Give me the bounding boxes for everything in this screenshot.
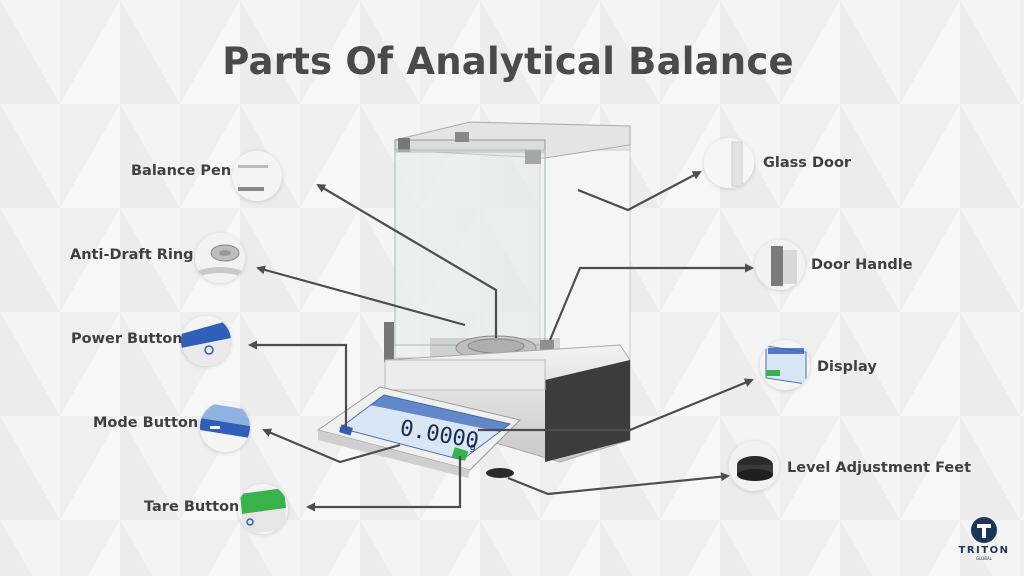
balance-pen-thumbnail	[232, 151, 282, 201]
label-balance-pen: Balance Pen	[131, 163, 232, 179]
tare-button-thumbnail	[238, 484, 288, 534]
mode-button-thumbnail	[200, 402, 250, 452]
power-button-thumbnail	[181, 316, 231, 366]
display-unit: g	[469, 442, 477, 454]
door-handle-thumbnail	[755, 240, 805, 290]
label-door-handle: Door Handle	[811, 257, 913, 273]
level-foot	[486, 468, 514, 478]
label-anti-draft-ring: Anti-Draft Ring	[70, 247, 194, 263]
brand-tagline: GLOBAL	[975, 556, 993, 561]
brand-logo: TRITON GLOBAL	[958, 516, 1010, 574]
label-glass-door: Glass Door	[763, 155, 852, 171]
label-tare-button: Tare Button	[144, 499, 240, 515]
draft-shield	[384, 121, 631, 388]
page-title: Parts Of Analytical Balance	[222, 40, 794, 83]
label-power-button: Power Button	[71, 331, 183, 347]
anti-draft-ring-thumbnail	[195, 233, 245, 283]
label-display: Display	[817, 359, 877, 375]
display-terminal	[316, 386, 521, 478]
label-level-adjustment-feet: Level Adjustment Feet	[787, 460, 971, 476]
triton-logo-icon	[971, 517, 997, 543]
label-mode-button: Mode Button	[93, 415, 199, 431]
level-feet-thumbnail	[729, 441, 779, 491]
glass-door-thumbnail	[704, 138, 754, 188]
brand-name: TRITON	[958, 545, 1010, 556]
balance-base	[384, 344, 631, 463]
display-thumbnail	[760, 340, 810, 390]
